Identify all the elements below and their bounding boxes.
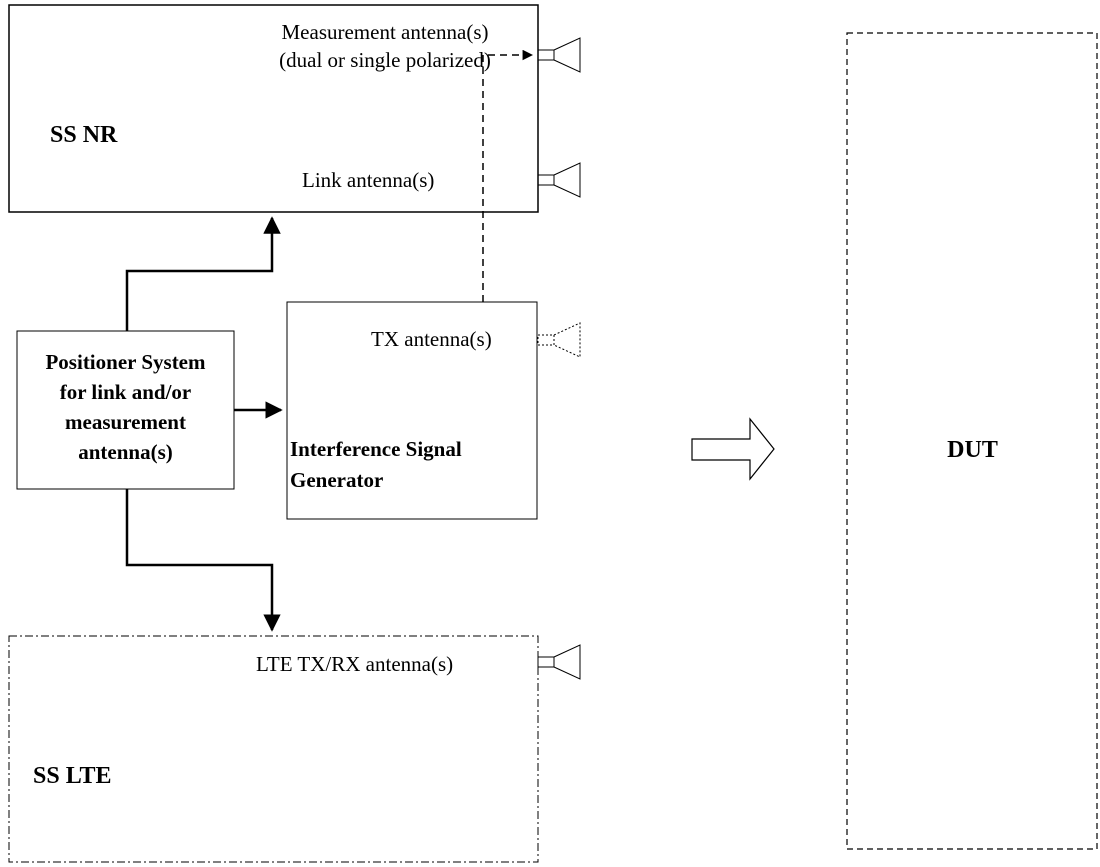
lte-antenna-icon bbox=[537, 644, 581, 680]
interference-generator-label: Interference Signal Generator bbox=[290, 434, 462, 496]
positioner-label-line1: Positioner System bbox=[45, 350, 206, 374]
dut-box bbox=[846, 32, 1098, 850]
measurement-antenna-label-line2: (dual or single polarized) bbox=[279, 48, 491, 72]
interference-generator-box bbox=[286, 301, 538, 520]
tx-antenna-icon bbox=[537, 322, 581, 358]
interference-generator-label-line1: Interference Signal bbox=[290, 437, 462, 461]
positioner-to-ss-lte-arrow bbox=[125, 489, 281, 632]
positioner-label: Positioner System for link and/or measur… bbox=[17, 347, 234, 467]
positioner-label-line2: for link and/or bbox=[59, 380, 192, 404]
link-antenna-label: Link antenna(s) bbox=[302, 168, 435, 192]
positioner-label-line3: measurement bbox=[65, 410, 186, 434]
positioner-to-ss-nr-arrow bbox=[125, 216, 281, 331]
ss-lte-title: SS LTE bbox=[33, 763, 112, 789]
block-arrow-to-dut bbox=[691, 417, 775, 481]
link-antenna-icon bbox=[537, 162, 581, 198]
interference-to-measurement-connector bbox=[482, 49, 534, 302]
measurement-antenna-label: Measurement antenna(s) (dual or single p… bbox=[240, 20, 530, 72]
measurement-antenna-label-line1: Measurement antenna(s) bbox=[281, 20, 489, 44]
measurement-antenna-icon bbox=[537, 37, 581, 73]
dut-title: DUT bbox=[947, 437, 998, 463]
ss-nr-box bbox=[8, 4, 539, 213]
lte-antenna-label: LTE TX/RX antenna(s) bbox=[256, 652, 454, 676]
interference-generator-label-line2: Generator bbox=[290, 468, 384, 492]
ss-nr-title: SS NR bbox=[50, 122, 118, 148]
positioner-label-line4: antenna(s) bbox=[78, 440, 173, 464]
tx-antenna-label: TX antenna(s) bbox=[371, 327, 492, 351]
ss-lte-box bbox=[8, 635, 539, 863]
